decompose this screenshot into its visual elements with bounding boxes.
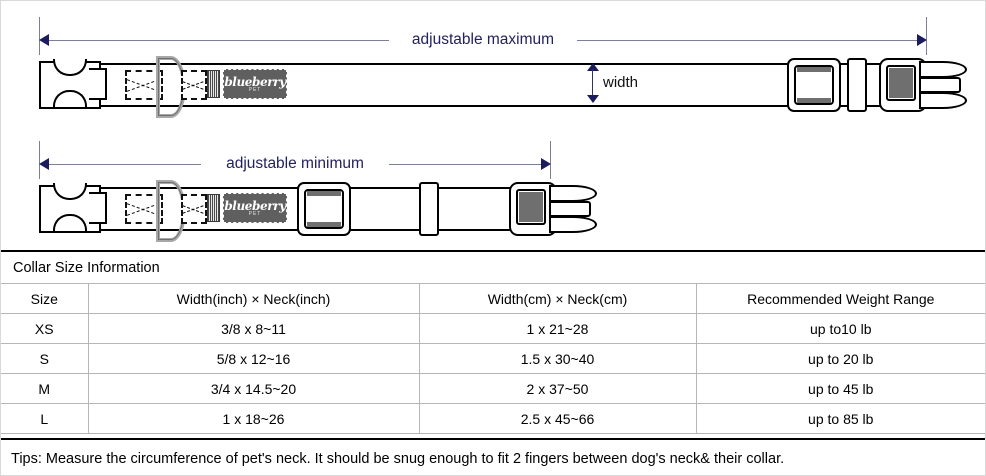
arrow-head-left-icon bbox=[39, 158, 49, 170]
dimension-line-right bbox=[389, 164, 541, 165]
cell-cm: 1 x 21~28 bbox=[419, 313, 697, 344]
slide-adjuster bbox=[787, 58, 841, 112]
buckle-prong-top bbox=[919, 61, 967, 78]
keeper-loop bbox=[419, 182, 439, 236]
size-table: Size Width(inch) × Neck(inch) Width(cm) … bbox=[1, 284, 985, 434]
collar-maximum-figure: adjustable maximum bbox=[1, 1, 985, 131]
cell-size: M bbox=[1, 373, 89, 404]
arrow-head-right-icon bbox=[917, 34, 927, 46]
column-header-inch: Width(inch) × Neck(inch) bbox=[88, 284, 420, 314]
brand-logo-tag: blueberry PET bbox=[223, 193, 287, 223]
brand-name: blueberry bbox=[224, 74, 286, 89]
dimension-adjustable-minimum: adjustable minimum bbox=[39, 141, 551, 179]
dimension-line-left bbox=[49, 164, 201, 165]
dimension-adjustable-maximum: adjustable maximum bbox=[39, 17, 927, 55]
column-header-size: Size bbox=[1, 284, 89, 314]
buckle-prong-center bbox=[549, 201, 591, 217]
cell-inch: 1 x 18~26 bbox=[88, 403, 420, 434]
tips-text: Tips: Measure the circumference of pet's… bbox=[1, 438, 985, 475]
woven-tag-strip bbox=[207, 194, 220, 222]
buckle-male bbox=[879, 58, 927, 112]
cell-weight: up to 20 lb bbox=[696, 343, 985, 374]
table-title: Collar Size Information bbox=[1, 252, 985, 284]
buckle-male bbox=[509, 182, 557, 236]
table-row: L 1 x 18~26 2.5 x 45~66 up to 85 lb bbox=[1, 403, 985, 434]
dimension-label-minimum: adjustable minimum bbox=[226, 155, 364, 172]
column-header-cm: Width(cm) × Neck(cm) bbox=[419, 284, 697, 314]
cell-cm: 2.5 x 45~66 bbox=[419, 403, 697, 434]
table-header-row: Size Width(inch) × Neck(inch) Width(cm) … bbox=[1, 284, 985, 314]
buckle-prong-top bbox=[549, 185, 597, 202]
cell-size: L bbox=[1, 403, 89, 434]
width-label: width bbox=[603, 74, 639, 91]
buckle-female-slot bbox=[89, 192, 107, 224]
cell-size: S bbox=[1, 343, 89, 374]
cell-weight: up to 85 lb bbox=[696, 403, 985, 434]
buckle-female-housing bbox=[39, 59, 107, 109]
stitch-box-right bbox=[181, 194, 207, 224]
table-row: XS 3/8 x 8~11 1 x 21~28 up to10 lb bbox=[1, 313, 985, 344]
buckle-prong-bottom bbox=[919, 92, 967, 109]
cell-inch: 3/4 x 14.5~20 bbox=[88, 373, 420, 404]
buckle-prong-bottom bbox=[549, 216, 597, 233]
cell-inch: 5/8 x 12~16 bbox=[88, 343, 420, 374]
cell-inch: 3/8 x 8~11 bbox=[88, 313, 420, 344]
collar-diagrams: adjustable maximum bbox=[1, 1, 985, 250]
woven-tag-strip bbox=[207, 70, 220, 98]
arrow-head-left-icon bbox=[39, 34, 49, 46]
stitch-box-right bbox=[181, 70, 207, 100]
column-header-weight: Recommended Weight Range bbox=[696, 284, 985, 314]
cell-cm: 2 x 37~50 bbox=[419, 373, 697, 404]
table-row: M 3/4 x 14.5~20 2 x 37~50 up to 45 lb bbox=[1, 373, 985, 404]
dimension-line-left bbox=[49, 40, 389, 41]
cell-weight: up to10 lb bbox=[696, 313, 985, 344]
arrow-head-right-icon bbox=[541, 158, 551, 170]
slide-adjuster bbox=[297, 182, 351, 236]
buckle-female-housing bbox=[39, 183, 107, 233]
cell-size: XS bbox=[1, 313, 89, 344]
collar-minimum-figure: adjustable minimum blueberry PET bbox=[1, 131, 985, 250]
buckle-female-slot bbox=[89, 68, 107, 100]
brand-sub: PET bbox=[248, 210, 262, 217]
dimension-label-maximum: adjustable maximum bbox=[411, 31, 555, 48]
size-table-section: Collar Size Information Size Width(inch)… bbox=[1, 250, 985, 475]
dimension-line-right bbox=[577, 40, 917, 41]
brand-name: blueberry bbox=[224, 198, 286, 213]
keeper-loop bbox=[847, 58, 867, 112]
cell-cm: 1.5 x 30~40 bbox=[419, 343, 697, 374]
table-row: S 5/8 x 12~16 1.5 x 30~40 up to 20 lb bbox=[1, 343, 985, 374]
brand-logo-tag: blueberry PET bbox=[223, 69, 287, 99]
brand-sub: PET bbox=[248, 86, 262, 93]
cell-weight: up to 45 lb bbox=[696, 373, 985, 404]
buckle-prong-center bbox=[919, 77, 961, 93]
